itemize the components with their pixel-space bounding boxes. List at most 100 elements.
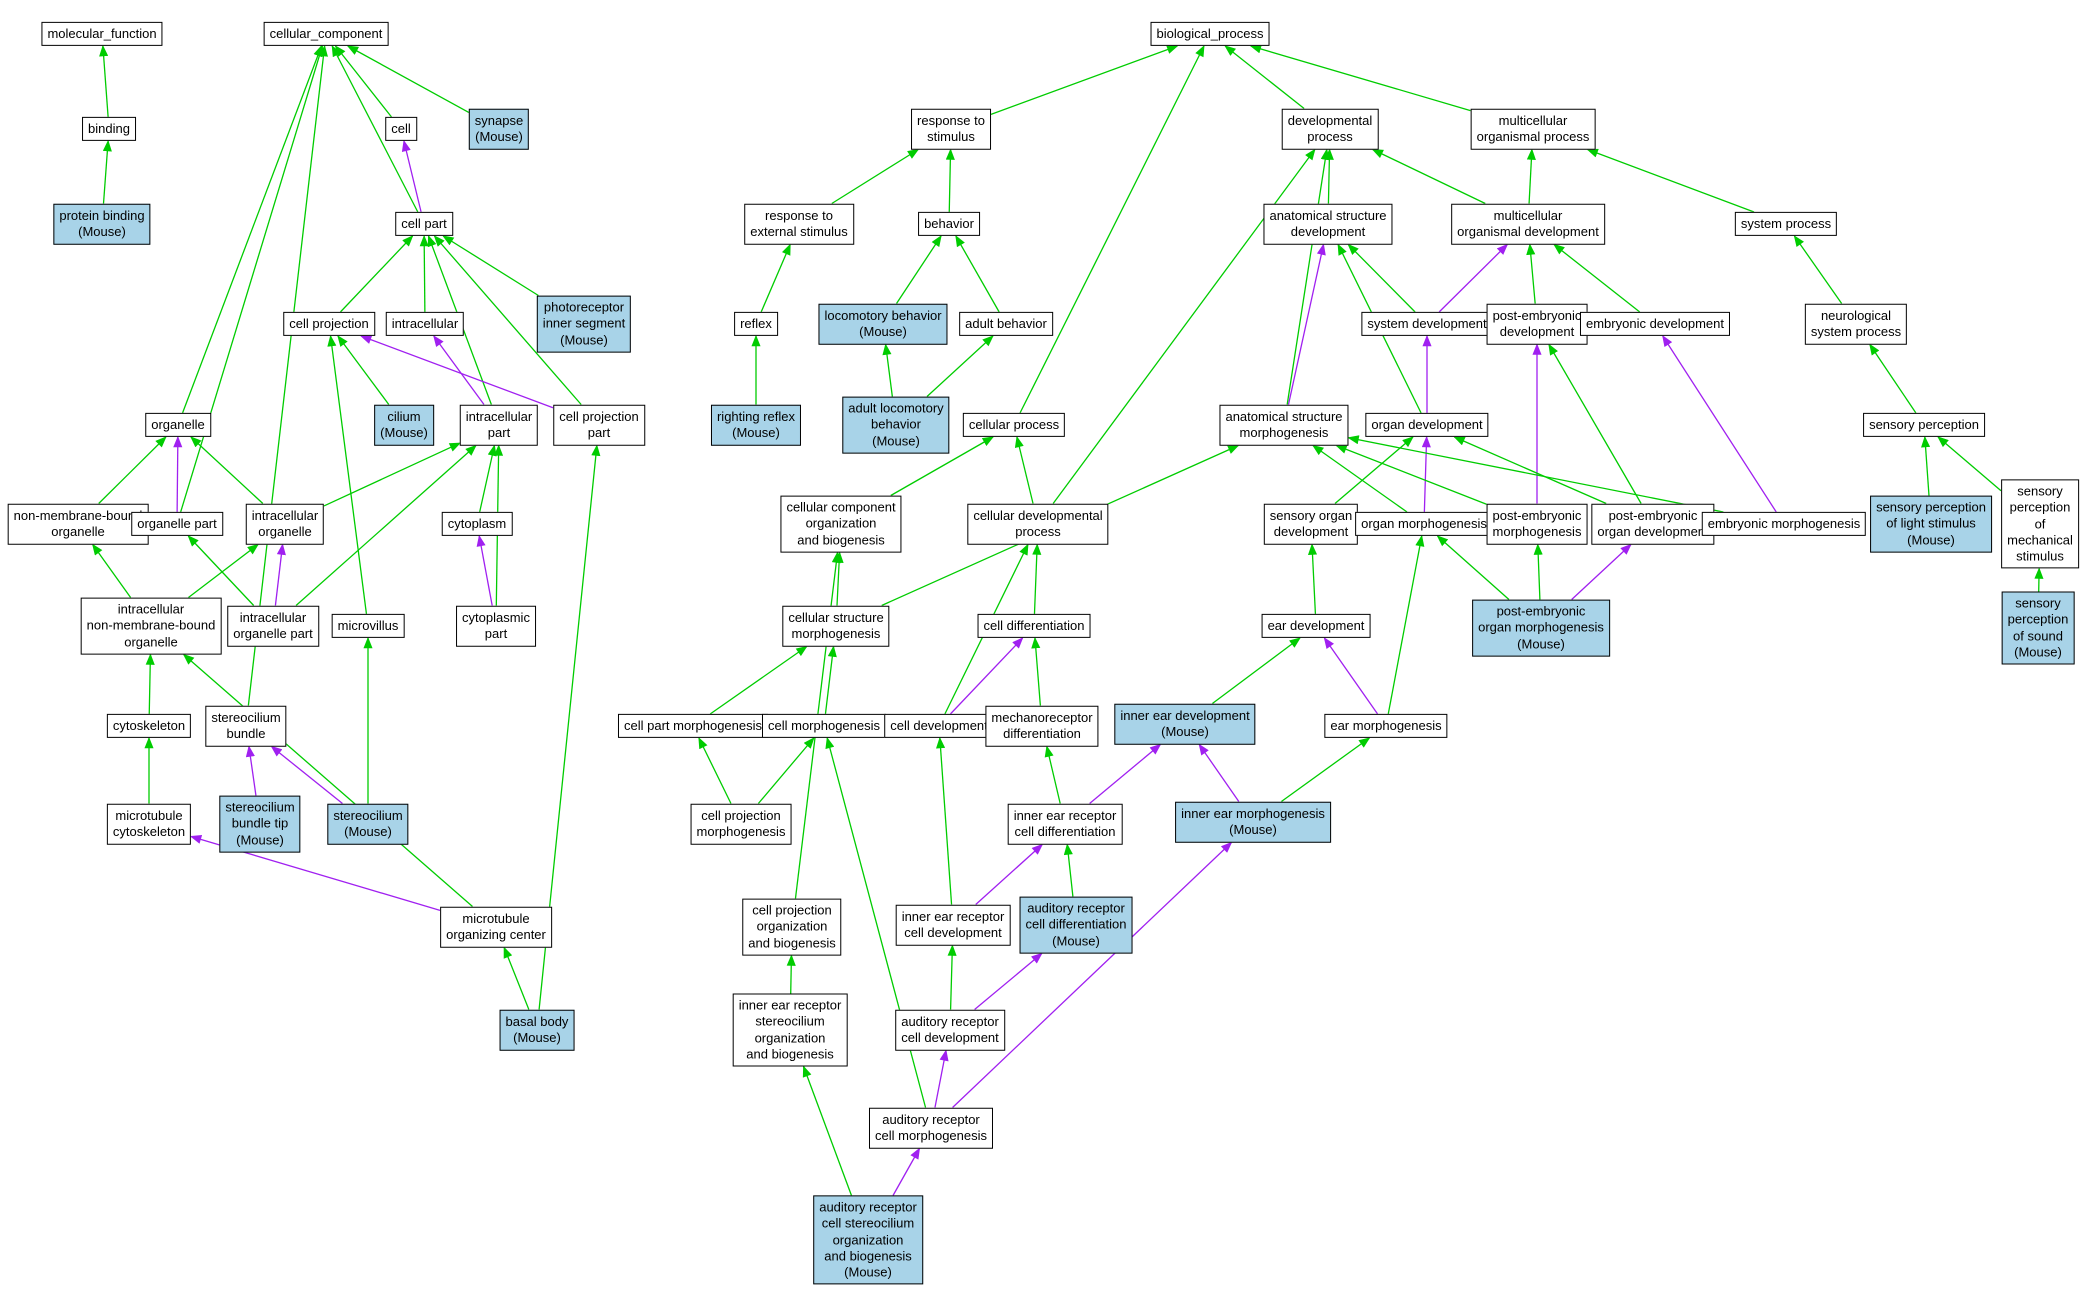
go-term-node-cell[interactable]: cell — [385, 116, 417, 142]
edge-part_of-anatomical_structure_morphogenesis-to-anatomical_structure_development — [1287, 243, 1326, 405]
edge-is_a-nmb_organelle-to-organelle — [98, 436, 167, 504]
go-term-node-anatomical_structure_morphogenesis[interactable]: anatomical structure morphogenesis — [1219, 404, 1349, 446]
go-term-node-mtoc[interactable]: microtubule organizing center — [440, 906, 552, 948]
edge-part_of-arc_stereocilium_org-to-arc_morphogenesis — [892, 1147, 921, 1196]
go-term-node-cc_org_biogenesis[interactable]: cellular component organization and biog… — [780, 495, 902, 553]
go-term-node-arc_development[interactable]: auditory receptor cell development — [895, 1009, 1005, 1051]
edge-is_a-pe_organ_morphogenesis-to-organ_morphogenesis — [1436, 535, 1510, 600]
edge-part_of-embryonic_morphogenesis-to-embryonic_development — [1662, 335, 1777, 513]
go-term-node-reflex[interactable]: reflex — [734, 311, 778, 337]
go-term-node-synapse[interactable]: synapse (Mouse) — [468, 108, 530, 150]
go-term-node-microvillus[interactable]: microvillus — [331, 613, 405, 639]
go-term-node-stereocilium_bundle_tip[interactable]: stereocilium bundle tip (Mouse) — [219, 795, 301, 853]
go-term-node-inner_ear_development[interactable]: inner ear development (Mouse) — [1114, 703, 1256, 745]
go-term-node-arc_differentiation[interactable]: auditory receptor cell differentiation (… — [1019, 896, 1133, 954]
go-term-node-intracellular_organelle_part[interactable]: intracellular organelle part — [227, 605, 319, 647]
go-term-node-basal_body[interactable]: basal body (Mouse) — [499, 1009, 575, 1051]
edge-part_of-cell_development-to-cell_differentiation — [949, 637, 1024, 715]
go-term-node-cytoskeleton[interactable]: cytoskeleton — [106, 713, 192, 739]
go-term-node-sensory_organ_development[interactable]: sensory organ development — [1263, 503, 1359, 545]
go-term-node-cell_part_morphogenesis[interactable]: cell part morphogenesis — [617, 713, 769, 739]
go-term-node-sp_mechanical[interactable]: sensory perception of mechanical stimulu… — [2001, 479, 2079, 569]
go-term-node-system_development[interactable]: system development — [1361, 311, 1493, 337]
go-term-node-ier_stereocilium_org[interactable]: inner ear receptor stereocilium organiza… — [732, 993, 848, 1067]
go-term-node-ier_cell_development[interactable]: inner ear receptor cell development — [895, 904, 1011, 946]
go-term-node-cell_projection_part[interactable]: cell projection part — [553, 404, 645, 446]
go-term-node-post_embryonic_organ_development[interactable]: post-embryonic organ development — [1591, 503, 1715, 545]
edge-part_of-ear_morphogenesis-to-ear_development — [1323, 637, 1379, 715]
go-term-node-arc_stereocilium_org[interactable]: auditory receptor cell stereocilium orga… — [813, 1195, 923, 1285]
go-term-node-adult_behavior[interactable]: adult behavior — [959, 311, 1053, 337]
go-term-node-cell_projection[interactable]: cell projection — [283, 311, 375, 337]
go-term-node-cytoplasm[interactable]: cytoplasm — [441, 511, 513, 537]
go-term-node-intracellular_organelle[interactable]: intracellular organelle — [245, 503, 325, 545]
go-term-node-stereocilium_bundle[interactable]: stereocilium bundle — [205, 705, 287, 747]
go-term-node-nmb_organelle[interactable]: non-membrane-bound organelle — [7, 503, 149, 545]
go-term-node-mf[interactable]: molecular_function — [41, 21, 163, 47]
edge-is_a-organ_morphogenesis-to-anatomical_structure_morphogenesis — [1312, 444, 1408, 513]
edge-is_a-cellular_developmental_process-to-cellular_process — [1014, 435, 1034, 504]
go-term-node-neurological_system_process[interactable]: neurological system process — [1804, 303, 1908, 345]
go-term-node-cellular_structure_morphogenesis[interactable]: cellular structure morphogenesis — [782, 605, 890, 647]
go-term-node-inner_ear_morphogenesis[interactable]: inner ear morphogenesis (Mouse) — [1175, 801, 1331, 843]
go-term-node-microtubule_cytoskeleton[interactable]: microtubule cytoskeleton — [106, 803, 192, 845]
go-term-node-cell_part[interactable]: cell part — [395, 211, 453, 237]
go-term-node-cellular_developmental_process[interactable]: cellular developmental process — [967, 503, 1109, 545]
go-term-node-binding[interactable]: binding — [82, 116, 136, 142]
go-term-node-organelle_part[interactable]: organelle part — [131, 511, 223, 537]
go-term-node-cell_projection_morphogenesis[interactable]: cell projection morphogenesis — [690, 803, 792, 845]
go-term-node-organelle[interactable]: organelle — [145, 412, 211, 438]
go-term-node-response_to_external_stimulus[interactable]: response to external stimulus — [744, 203, 854, 245]
go-term-node-anatomical_structure_development[interactable]: anatomical structure development — [1263, 203, 1393, 245]
go-term-node-ear_morphogenesis[interactable]: ear morphogenesis — [1324, 713, 1448, 739]
go-term-node-sp_light[interactable]: sensory perception of light stimulus (Mo… — [1870, 495, 1992, 553]
go-term-node-cellular_process[interactable]: cellular process — [962, 412, 1066, 438]
go-term-node-pe_organ_morphogenesis[interactable]: post-embryonic organ morphogenesis (Mous… — [1472, 599, 1610, 657]
go-term-node-ier_cell_differentiation[interactable]: inner ear receptor cell differentiation — [1007, 803, 1123, 845]
go-term-node-cell_morphogenesis[interactable]: cell morphogenesis — [761, 713, 887, 739]
go-term-node-organ_morphogenesis[interactable]: organ morphogenesis — [1355, 511, 1493, 537]
go-term-node-system_process[interactable]: system process — [1734, 211, 1838, 237]
go-term-node-stereocilium[interactable]: stereocilium (Mouse) — [327, 803, 409, 845]
go-term-node-intracellular_nmb_organelle[interactable]: intracellular non-membrane-bound organel… — [80, 597, 222, 655]
go-term-node-post_embryonic_morphogenesis[interactable]: post-embryonic morphogenesis — [1486, 503, 1588, 545]
edge-is_a-behavior-to-response_to_stimulus — [945, 148, 955, 213]
go-term-node-embryonic_development[interactable]: embryonic development — [1579, 311, 1731, 337]
go-term-node-intracellular_part[interactable]: intracellular part — [459, 404, 539, 446]
edge-part_of-cytoplasmic_part-to-cytoplasm — [476, 534, 493, 606]
edge-is_a-adult_locomotory_behavior-to-adult_behavior — [926, 335, 994, 397]
go-term-node-cc[interactable]: cellular_component — [263, 21, 389, 47]
go-term-node-righting_reflex[interactable]: righting reflex (Mouse) — [710, 404, 802, 446]
go-term-node-embryonic_morphogenesis[interactable]: embryonic morphogenesis — [1701, 511, 1867, 537]
go-term-node-adult_locomotory_behavior[interactable]: adult locomotory behavior (Mouse) — [842, 396, 950, 454]
go-term-node-arc_morphogenesis[interactable]: auditory receptor cell morphogenesis — [868, 1107, 994, 1149]
edge-is_a-arc_development-to-ier_cell_development — [947, 944, 957, 1010]
go-term-node-cytoplasmic_part[interactable]: cytoplasmic part — [456, 605, 536, 647]
go-term-node-cp_org_biogenesis[interactable]: cell projection organization and biogene… — [742, 898, 842, 956]
go-term-node-sensory_perception[interactable]: sensory perception — [1863, 412, 1985, 438]
go-term-node-pis[interactable]: photoreceptor inner segment (Mouse) — [536, 295, 632, 353]
go-term-node-ear_development[interactable]: ear development — [1261, 613, 1371, 639]
go-term-node-multicellular_organismal_development[interactable]: multicellular organismal development — [1451, 203, 1605, 245]
edge-is_a-cellular_developmental_process-to-developmental_process — [1052, 148, 1316, 504]
go-term-node-cell_differentiation[interactable]: cell differentiation — [977, 613, 1091, 639]
edge-is_a-response_to_external_stimulus-to-response_to_stimulus — [831, 148, 920, 205]
go-term-node-organ_development[interactable]: organ development — [1365, 412, 1489, 438]
go-term-node-sp_sound[interactable]: sensory perception of sound (Mouse) — [2001, 591, 2075, 665]
go-term-node-multicellular_organismal_process[interactable]: multicellular organismal process — [1470, 108, 1596, 150]
go-term-node-developmental_process[interactable]: developmental process — [1281, 108, 1379, 150]
go-term-node-locomotory_behavior[interactable]: locomotory behavior (Mouse) — [818, 303, 948, 345]
edge-is_a-intracellular_organelle_part-to-organelle_part — [187, 535, 255, 606]
edge-part_of-cell_projection_part-to-cell_projection — [360, 335, 554, 409]
go-term-node-mechanoreceptor_differentiation[interactable]: mechanoreceptor differentiation — [985, 705, 1099, 747]
go-term-node-response_to_stimulus[interactable]: response to stimulus — [911, 108, 991, 150]
go-term-node-protein_binding[interactable]: protein binding (Mouse) — [53, 203, 151, 245]
edge-is_a-cellular_process-to-bp — [1019, 44, 1205, 414]
go-term-node-intracellular[interactable]: intracellular — [385, 311, 465, 337]
go-term-node-cilium[interactable]: cilium (Mouse) — [374, 404, 434, 446]
go-term-node-post_embryonic_development[interactable]: post-embryonic development — [1486, 303, 1588, 345]
go-term-node-behavior[interactable]: behavior — [918, 211, 980, 237]
go-term-node-cell_development[interactable]: cell development — [884, 713, 994, 739]
go-term-node-bp[interactable]: biological_process — [1150, 21, 1270, 47]
